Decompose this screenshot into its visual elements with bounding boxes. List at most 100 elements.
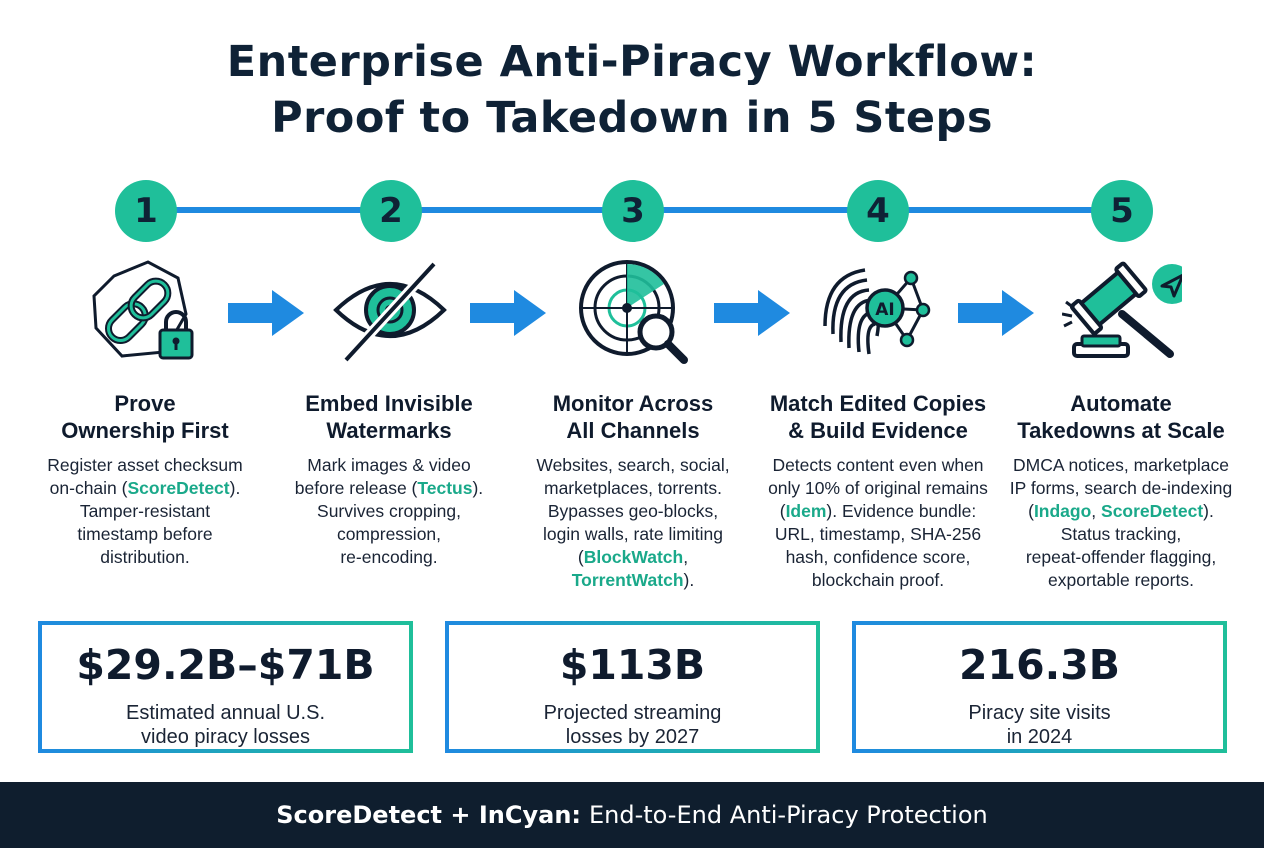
- arrow-right-icon: [958, 290, 1034, 336]
- ai-label: AI: [875, 300, 894, 320]
- description-line: TorrentWatch).: [515, 569, 751, 592]
- step-3-description: Websites, search, social, marketplaces, t…: [515, 454, 751, 592]
- radar-search-icon: [579, 260, 688, 364]
- description-text: Bypasses geo-blocks,: [547, 501, 719, 521]
- description-text: ).: [1203, 501, 1214, 521]
- page-title-line-2: Proof to Takedown in 5 Steps: [271, 93, 993, 143]
- step-4-title: Match Edited Copies & Build Evidence: [769, 391, 987, 443]
- description-text: (: [1028, 501, 1034, 521]
- description-line: Websites, search, social,: [515, 454, 751, 477]
- step-2-number-badge: 2: [360, 180, 422, 242]
- description-text: ). Evidence bundle:: [826, 501, 977, 521]
- stat-box-piracy-losses: $29.2B–$71B Estimated annual U.S. video …: [38, 621, 413, 753]
- description-text: Tamper-resistant: [79, 501, 211, 521]
- description-text: timestamp before: [77, 524, 213, 544]
- product-name-highlight: ScoreDetect: [127, 478, 230, 498]
- description-line: URL, timestamp, SHA-256: [760, 523, 996, 546]
- description-line: Detects content even when: [760, 454, 996, 477]
- gavel-send-icon: [1062, 261, 1182, 358]
- stat-label: Projected streaming losses by 2027: [543, 702, 722, 748]
- step-4-number-badge: 4: [847, 180, 909, 242]
- description-text: IP forms, search de-indexing: [1009, 478, 1233, 498]
- description-line: login walls, rate limiting: [515, 523, 751, 546]
- description-text: marketplaces, torrents.: [544, 478, 722, 498]
- description-text: ,: [1091, 501, 1102, 521]
- stat-label: Piracy site visits in 2024: [968, 702, 1111, 748]
- eye-slash-icon: [333, 260, 447, 364]
- description-text: ,: [683, 547, 689, 567]
- description-line: marketplaces, torrents.: [515, 477, 751, 500]
- stat-box-streaming-losses: $113B Projected streaming losses by 2027: [445, 621, 820, 753]
- description-line: repeat-offender flagging,: [1003, 546, 1239, 569]
- chain-link-lock-icon: [92, 260, 194, 360]
- arrow-right-icon: [714, 290, 790, 336]
- description-text: repeat-offender flagging,: [1025, 547, 1217, 567]
- description-text: Survives cropping,: [317, 501, 461, 521]
- step-4-description: Detects content even when only 10% of ori…: [760, 454, 996, 592]
- description-line: timestamp before: [27, 523, 263, 546]
- description-line: Survives cropping,: [271, 500, 507, 523]
- description-text: DMCA notices, marketplace: [1013, 455, 1229, 475]
- product-name-highlight: Tectus: [417, 478, 473, 498]
- description-line: compression,: [271, 523, 507, 546]
- description-text: Mark images & video: [307, 455, 471, 475]
- stat-box-site-visits: 216.3B Piracy site visits in 2024: [852, 621, 1227, 753]
- description-text: ).: [683, 570, 695, 590]
- stat-value: $29.2B–$71B: [76, 641, 375, 689]
- description-text: Status tracking,: [1060, 524, 1182, 544]
- description-line: Tamper-resistant: [27, 500, 263, 523]
- description-text: (: [779, 501, 786, 521]
- description-line: re-encoding.: [271, 546, 507, 569]
- footer-banner: ScoreDetect + InCyan: End-to-End Anti-Pi…: [0, 782, 1264, 848]
- description-line: DMCA notices, marketplace: [1003, 454, 1239, 477]
- description-text: ).: [229, 478, 241, 498]
- step-2-title: Embed Invisible Watermarks: [305, 391, 473, 443]
- step-5-number-badge: 5: [1091, 180, 1153, 242]
- description-line: Status tracking,: [1003, 523, 1239, 546]
- product-name-highlight: Indago: [1033, 501, 1092, 521]
- description-text: login walls, rate limiting: [543, 524, 723, 544]
- description-text: before release (: [294, 478, 418, 498]
- fingerprint-ai-icon: AI: [823, 268, 931, 355]
- stat-value: $113B: [559, 641, 706, 689]
- description-line: before release (Tectus).: [271, 477, 507, 500]
- step-1-number-badge: 1: [115, 180, 177, 242]
- stat-value: 216.3B: [959, 641, 1120, 689]
- product-name-highlight: BlockWatch: [583, 547, 684, 567]
- step-3-number-badge: 3: [602, 180, 664, 242]
- description-line: Mark images & video: [271, 454, 507, 477]
- footer-brand: ScoreDetect + InCyan:: [276, 801, 581, 829]
- description-line: Register asset checksum: [27, 454, 263, 477]
- description-text: Detects content even when: [772, 455, 984, 475]
- arrow-right-icon: [228, 290, 304, 336]
- description-line: distribution.: [27, 546, 263, 569]
- description-line: (BlockWatch,: [515, 546, 751, 569]
- description-line: blockchain proof.: [760, 569, 996, 592]
- description-line: (Idem). Evidence bundle:: [760, 500, 996, 523]
- product-name-highlight: Idem: [785, 501, 827, 521]
- description-text: distribution.: [100, 547, 190, 567]
- page-title: Enterprise Anti-Piracy Workflow: Proof t…: [0, 34, 1264, 146]
- description-line: IP forms, search de-indexing: [1003, 477, 1239, 500]
- step-5-title: Automate Takedowns at Scale: [1017, 391, 1225, 443]
- description-text: Websites, search, social,: [536, 455, 730, 475]
- description-text: exportable reports.: [1048, 570, 1194, 590]
- description-text: (: [577, 547, 584, 567]
- description-line: hash, confidence score,: [760, 546, 996, 569]
- description-text: ).: [472, 478, 484, 498]
- stat-label: Estimated annual U.S. video piracy losse…: [126, 702, 325, 748]
- description-line: exportable reports.: [1003, 569, 1239, 592]
- page-title-line-1: Enterprise Anti-Piracy Workflow:: [226, 37, 1038, 87]
- description-line: Bypasses geo-blocks,: [515, 500, 751, 523]
- description-text: only 10% of original remains: [768, 478, 988, 498]
- step-1-title: Prove Ownership First: [61, 391, 229, 443]
- arrow-right-icon: [470, 290, 546, 336]
- description-text: compression,: [336, 524, 442, 544]
- description-text: blockchain proof.: [811, 570, 945, 590]
- description-text: on-chain (: [49, 478, 128, 498]
- description-line: on-chain (ScoreDetect).: [27, 477, 263, 500]
- description-line: (Indago, ScoreDetect).: [1003, 500, 1239, 523]
- description-text: hash, confidence score,: [785, 547, 971, 567]
- product-name-highlight: ScoreDetect: [1101, 501, 1204, 521]
